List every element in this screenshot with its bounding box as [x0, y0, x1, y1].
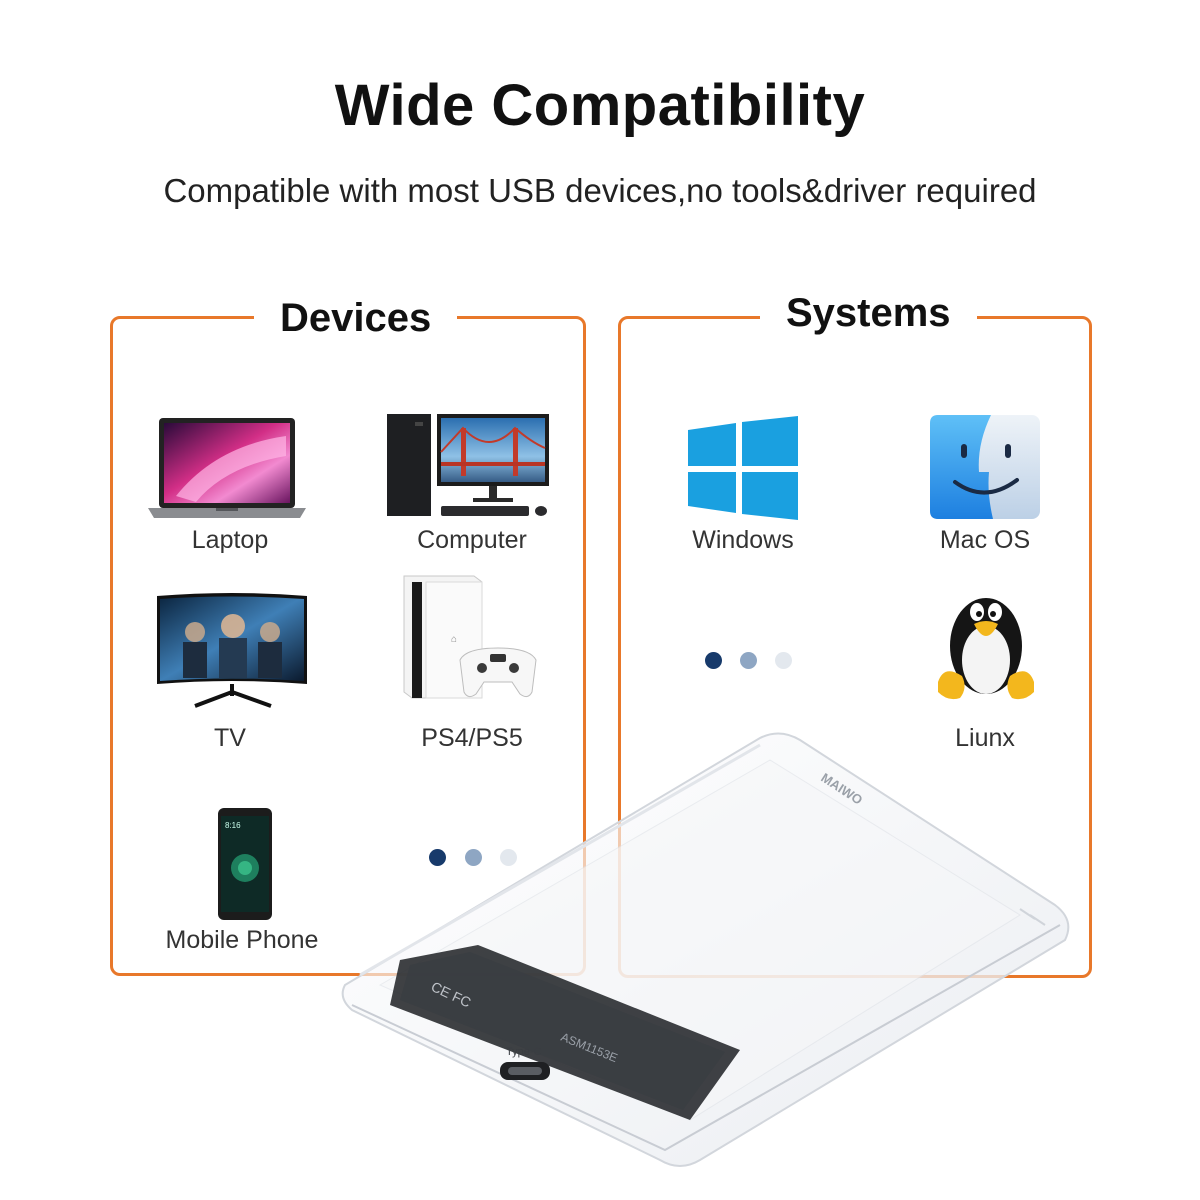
port-label: Type-C [506, 1046, 542, 1058]
linux-penguin-icon [938, 598, 1034, 700]
devices-heading: Devices [254, 298, 458, 338]
page-subtitle: Compatible with most USB devices,no tool… [163, 172, 1037, 209]
mobile-phone-icon: 8:16 [218, 808, 272, 920]
carousel-dot-3 [775, 652, 792, 669]
device-label-computer: Computer [417, 526, 527, 554]
carousel-dot-1 [705, 652, 722, 669]
device-label-ps4-ps5: PS4/PS5 [421, 724, 523, 752]
system-label-windows: Windows [692, 526, 794, 554]
system-label-linux: Liunx [955, 724, 1015, 752]
laptop-icon [148, 418, 306, 518]
device-label-laptop: Laptop [191, 526, 269, 554]
device-label-mobile-phone: Mobile Phone [165, 926, 319, 954]
system-label-macos: Mac OS [939, 526, 1031, 554]
systems-heading: Systems [760, 293, 977, 333]
carousel-dot-2 [465, 849, 482, 866]
svg-text:⌂: ⌂ [451, 634, 457, 645]
desktop-computer-icon [387, 414, 549, 516]
page-title: Wide Compatibility [334, 73, 866, 138]
tv-icon [157, 593, 307, 708]
game-console-icon: ⌂ [403, 575, 537, 699]
finder-logo-icon [930, 415, 1040, 519]
carousel-dot-1 [429, 849, 446, 866]
carousel-dot-3 [500, 849, 517, 866]
device-label-tv: TV [214, 724, 246, 752]
windows-logo-icon [688, 416, 798, 520]
carousel-dot-2 [740, 652, 757, 669]
svg-text:ASM1153E: ASM1153E [559, 1030, 620, 1065]
svg-text:8:16: 8:16 [225, 821, 241, 830]
svg-text:CE FC: CE FC [429, 978, 474, 1010]
